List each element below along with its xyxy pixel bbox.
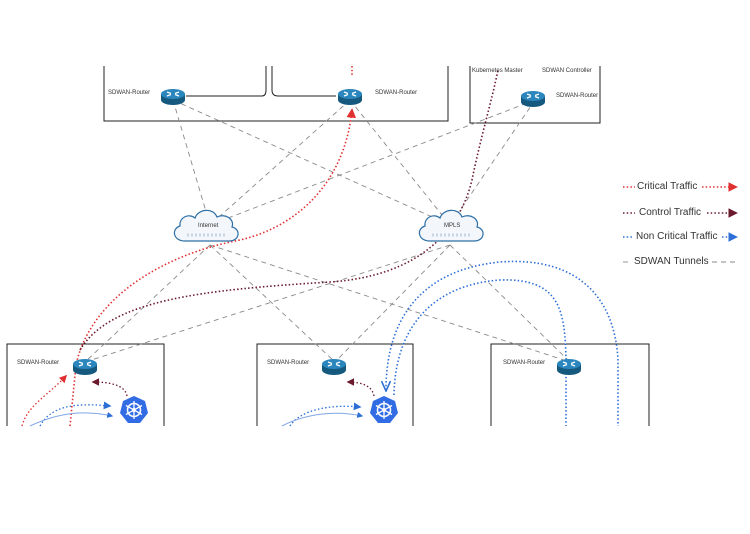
critical-traffic-path: [69, 108, 357, 427]
mpls-label: MPLS: [444, 223, 461, 229]
kubernetes-icon: [369, 395, 399, 424]
sdwan-controller-label: SDWAN Controller: [542, 68, 592, 74]
router-label: SDWAN-Router: [108, 90, 151, 96]
router-icon: [556, 358, 582, 376]
internet-label: Internet: [198, 223, 219, 229]
tunnel-line: [209, 99, 536, 226]
tunnel-line: [449, 99, 536, 226]
kubernetes-master-label: Kubernetes Master: [472, 68, 523, 74]
router-icon: [520, 90, 546, 108]
tunnel-line: [172, 99, 211, 226]
tunnel-line: [334, 244, 451, 363]
tunnel-line: [209, 99, 351, 226]
sdwan-tunnels: [84, 99, 571, 363]
traffic-flows: [21, 66, 619, 427]
top-right-site-box: [469, 66, 601, 124]
router-icon: [160, 88, 186, 106]
non-critical-traffic-left-2: [29, 412, 114, 427]
router-label: SDWAN-Router: [556, 93, 599, 99]
router-icon: [337, 88, 363, 106]
legend-noncritical-label: Non Critical Traffic: [636, 231, 718, 242]
non-critical-traffic-mid: [289, 402, 362, 427]
bottom-right-site-box: [490, 343, 650, 426]
control-traffic-local: [91, 378, 128, 397]
tunnel-line: [349, 99, 451, 226]
legend-critical-label: Critical Traffic: [637, 181, 698, 192]
tunnel-line: [209, 244, 571, 363]
bottom-left-site-box: [6, 343, 165, 426]
router-label: SDWAN-Router: [17, 360, 60, 366]
tunnel-line: [449, 244, 571, 363]
kubernetes-icon: [119, 395, 149, 424]
router-label: SDWAN-Router: [375, 90, 418, 96]
non-critical-traffic-left: [39, 401, 112, 427]
top-mid-inner-link: [271, 66, 336, 97]
control-traffic-local-mid: [346, 378, 375, 397]
legend-control-label: Control Traffic: [639, 207, 702, 218]
tunnel-line: [84, 244, 211, 363]
critical-traffic-local: [21, 374, 68, 427]
tunnel-line: [84, 244, 451, 363]
tunnel-line: [209, 244, 336, 363]
top-left-inner-link: [186, 66, 267, 97]
site-boxes: [6, 66, 650, 426]
non-critical-traffic-mid-2: [281, 412, 364, 427]
control-traffic-path: [79, 69, 499, 351]
router-icon: [321, 358, 347, 376]
router-label: SDWAN-Router: [503, 360, 546, 366]
tunnel-line: [172, 99, 451, 226]
non-critical-traffic-loop-inner: [393, 279, 567, 426]
bottom-mid-site-box: [256, 343, 414, 426]
legend-tunnels-label: SDWAN Tunnels: [634, 256, 709, 267]
legend-lines: [623, 182, 738, 263]
router-icon: [72, 358, 98, 376]
top-left-site-box: [103, 66, 449, 122]
router-label: SDWAN-Router: [267, 360, 310, 366]
